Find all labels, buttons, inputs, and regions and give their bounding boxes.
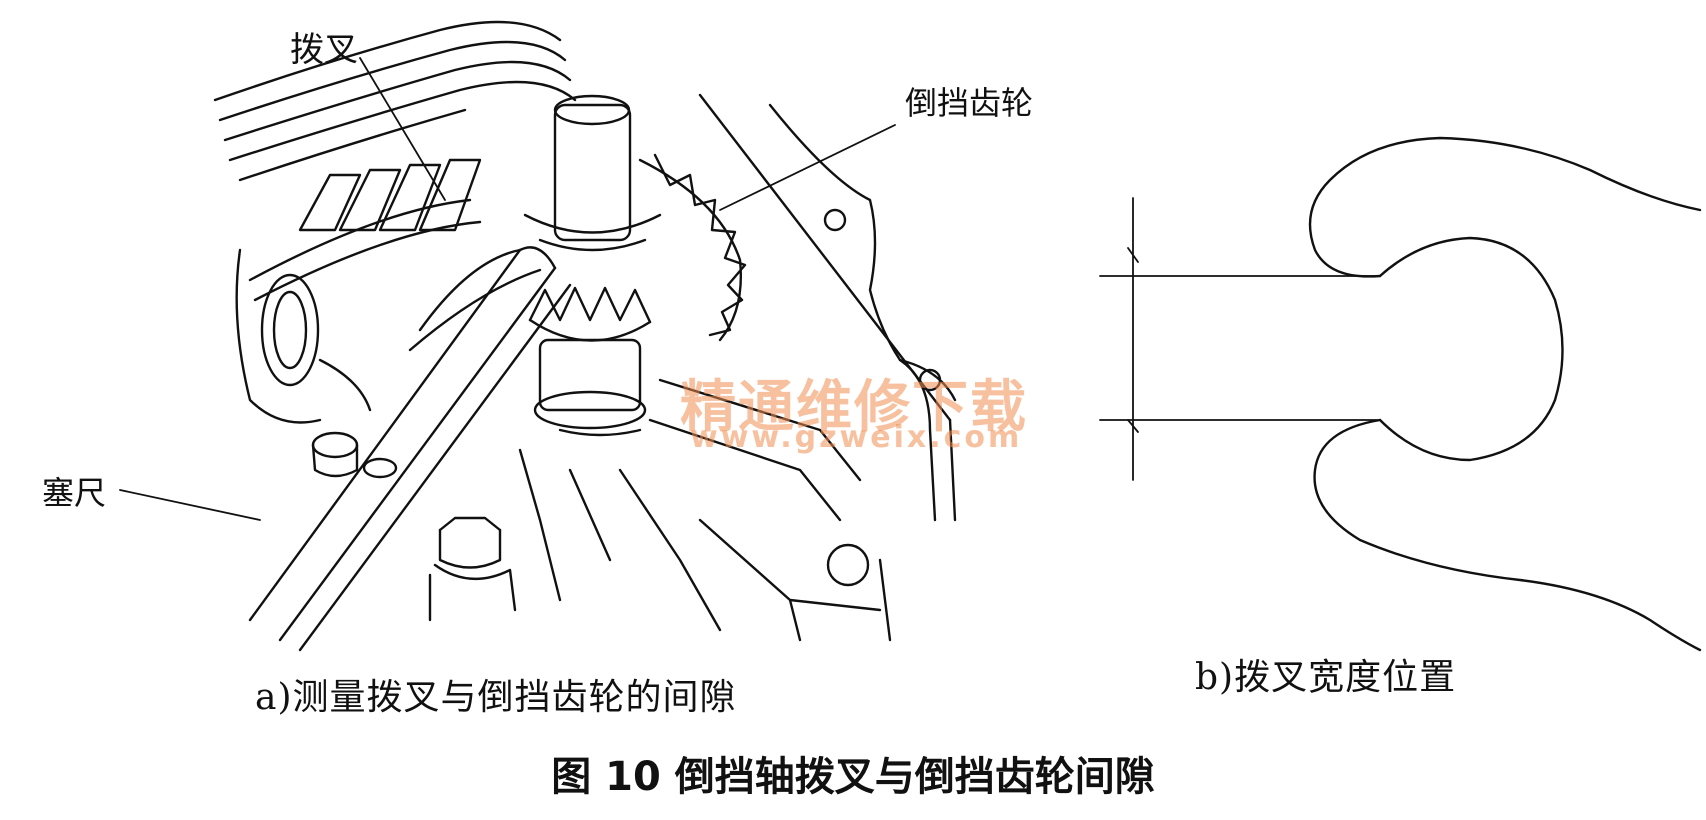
fork-width-drawing [1099, 136, 1702, 652]
caption-a: a)测量拨叉与倒挡齿轮的间隙 [255, 677, 737, 718]
reverse-gear-label: 倒挡齿轮 [905, 84, 1034, 122]
watermark-text: 精通维修下载 [680, 375, 1028, 440]
fork-label: 拨叉 [290, 30, 358, 70]
figure-title: 图 10 倒挡轴拨叉与倒挡齿轮间隙 [551, 754, 1155, 800]
transmission-assembly-drawing [119, 20, 957, 652]
caption-b: b)拨叉宽度位置 [1195, 657, 1457, 698]
feeler-gauge-label: 塞尺 [42, 474, 107, 512]
watermark-url: www.gzweix.com [690, 420, 1023, 455]
